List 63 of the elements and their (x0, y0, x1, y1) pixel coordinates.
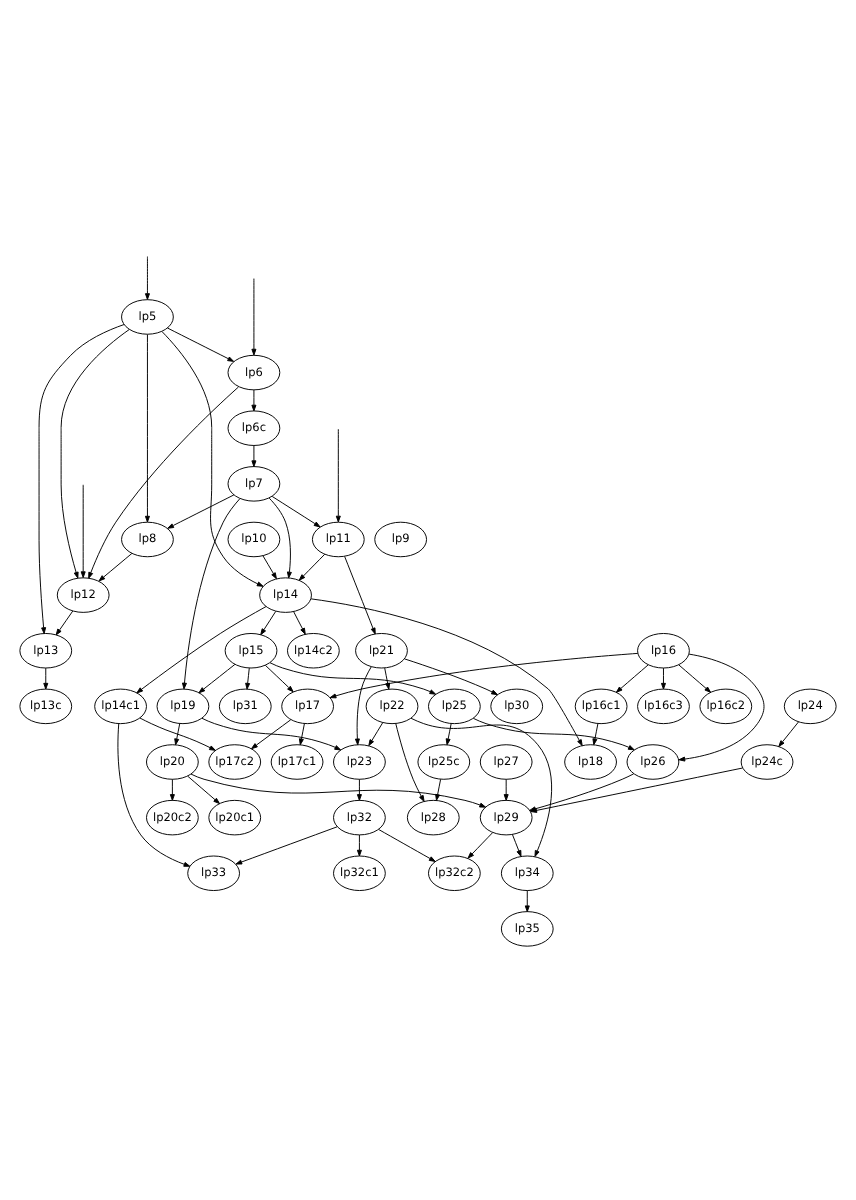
arrow (293, 610, 306, 634)
arrow (98, 551, 133, 581)
arrow (615, 663, 649, 692)
arrow (251, 277, 257, 355)
arrow (167, 493, 235, 528)
arrow (678, 663, 712, 692)
arrow (251, 444, 257, 467)
arrow (592, 722, 599, 745)
arrow (235, 825, 338, 864)
arrow (445, 722, 452, 745)
arrow (201, 716, 342, 750)
arrow (335, 427, 341, 522)
arrow (144, 333, 150, 522)
arrow (169, 777, 175, 800)
arrow (139, 716, 216, 750)
arrow (182, 497, 241, 689)
arrow (384, 666, 391, 689)
arrow (368, 721, 384, 746)
arrow (395, 722, 425, 801)
arrow (187, 774, 220, 804)
arrow (344, 555, 376, 634)
arrow (356, 833, 362, 856)
arrow (298, 552, 326, 580)
arrow (511, 832, 522, 856)
arrow (262, 554, 277, 579)
arrow (144, 255, 150, 299)
arrow (404, 657, 498, 695)
arrow (467, 831, 494, 858)
arrow (298, 722, 305, 745)
arrow (778, 720, 799, 746)
arrow (356, 777, 362, 800)
arrow (43, 666, 49, 689)
arrow (80, 385, 239, 578)
arrow (167, 326, 235, 361)
arrow (190, 772, 487, 807)
arrow (174, 722, 181, 745)
arrow (354, 665, 372, 745)
arrow (435, 777, 442, 800)
arrow (472, 716, 635, 750)
arrow (117, 722, 191, 866)
arrow (661, 666, 666, 689)
arrow (73, 483, 94, 578)
arrow (678, 652, 765, 761)
arrow (136, 605, 267, 693)
arrow (60, 328, 130, 578)
arrow (310, 597, 583, 746)
arrow (269, 661, 437, 694)
arrow (378, 828, 436, 861)
arrow (410, 716, 553, 856)
arrow (271, 494, 321, 527)
arrow (503, 777, 509, 800)
arrow (251, 718, 292, 749)
arrow (198, 662, 236, 693)
arrow (264, 663, 294, 692)
arrow (38, 323, 125, 633)
arrow (251, 388, 257, 411)
arrow (55, 609, 74, 635)
arrow (245, 666, 251, 689)
arrow (260, 609, 277, 635)
arrow (268, 496, 292, 578)
arrow (329, 651, 639, 698)
arrow (161, 330, 264, 586)
arrow (524, 889, 530, 912)
